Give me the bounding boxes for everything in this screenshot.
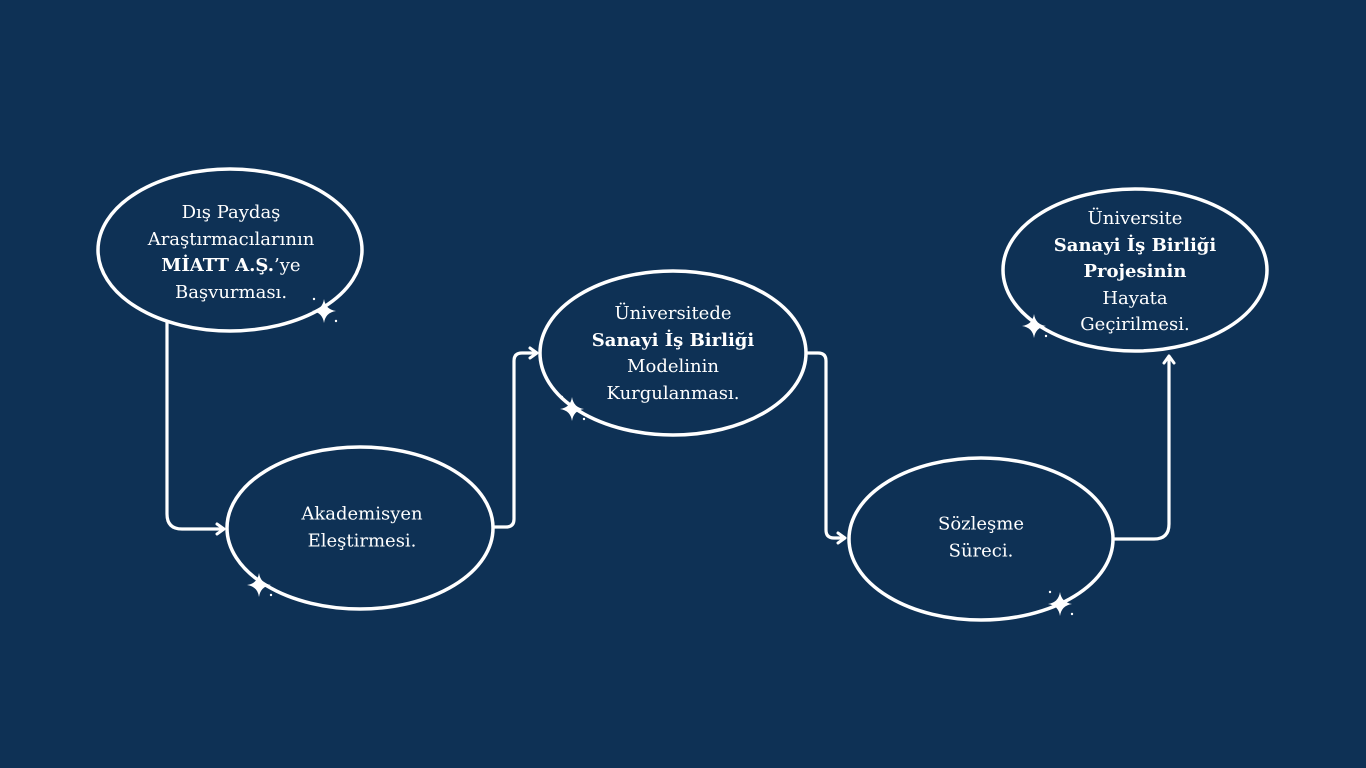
sparkle-icon [1022,312,1048,338]
node-label-text: Başvurması. [174,281,288,303]
node-sozlesme-ellipse [847,456,1115,622]
node-label-text: Süreci. [948,540,1014,561]
node-label-bold-text: MİATT A.Ş. [161,255,275,276]
node-label-line: Dış Paydaş [148,200,315,227]
node-label-text: Modelinin [627,356,719,377]
node-universitede-ellipse [538,269,808,437]
node-label-text: Hayata [1102,287,1168,309]
node-label-line: Kurgulanması. [592,381,754,408]
node-label-line: Eleştirmesi. [301,528,422,555]
node-label-bold-text: Sanayi İş Birliği [591,329,755,351]
node-dis-paydas-ellipse [96,167,364,333]
node-label-line: Üniversitede [592,301,754,328]
node-label-text: Üniversite [1087,207,1183,229]
node-label-line: Sözleşme [938,512,1024,539]
sparkle-icon [247,571,273,597]
node-label-bold-text: Sanayi İş Birliği [1053,234,1217,256]
node-label-text: Kurgulanması. [606,382,740,404]
connector-sozlesme-to-universite [1114,354,1176,541]
node-label-line: Hayata [1054,285,1216,312]
node-label-line: Akademisyen [301,502,422,529]
node-label-line: Modelinin [592,354,754,381]
node-label-line: Sanayi İş Birliği [592,328,754,355]
sparkle-icon [312,297,338,323]
node-label-line: Araştırmacılarının [148,227,315,254]
node-label-text: Dış Paydaş [181,202,281,223]
node-akademisyen-ellipse [225,445,495,611]
node-label-text: ’ye [274,255,301,276]
node-label-line: Süreci. [938,538,1024,565]
node-label-text: Eleştirmesi. [307,530,417,551]
node-label-text: Sözleşme [937,513,1025,535]
sparkle-icon [1048,590,1074,616]
sparkle-icon [560,395,586,421]
node-label-text: Üniversitede [614,303,732,324]
node-label-line: Üniversite [1054,206,1216,233]
node-label-line: Sanayi İş Birliği [1054,232,1216,259]
node-label-text: Araştırmacılarının [147,228,315,250]
connector-universitede-to-sozlesme [806,351,847,545]
node-label-line: MİATT A.Ş.’ye [148,253,315,280]
node-label-line: Başvurması. [148,280,315,307]
node-label-text: Geçirilmesi. [1080,313,1190,335]
connector-dis-paydas-to-akademisyen [165,322,226,536]
node-universite-ellipse [1001,187,1269,353]
node-label-bold-text: Projesinin [1083,260,1187,282]
node-label-line: Projesinin [1054,259,1216,286]
node-label-line: Geçirilmesi. [1054,312,1216,339]
connector-akademisyen-to-universitede [494,346,539,529]
node-label-text: Akademisyen [301,503,423,525]
